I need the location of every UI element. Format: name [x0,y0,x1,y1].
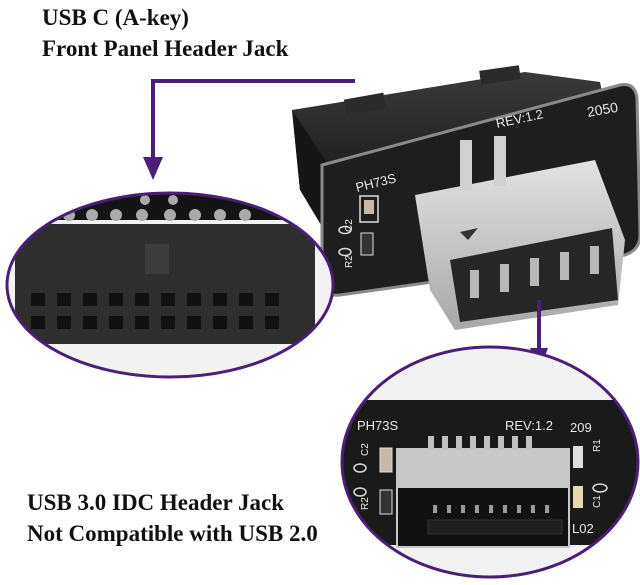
top-caption-line2: Front Panel Header Jack [42,36,289,61]
detail-c1-label: C1 [592,495,603,508]
pcb-c2-label: C2 [344,219,355,232]
detail-c2-label: C2 [360,443,371,456]
detail-revision-label: REV:1.2 [505,418,553,433]
bottom-caption: USB 3.0 IDC Header Jack Not Compatible w… [27,487,318,549]
idc-header-detail [5,191,335,379]
top-caption: USB C (A-key) Front Panel Header Jack [42,2,288,64]
bottom-caption-line1: USB 3.0 IDC Header Jack [27,490,285,515]
arrow-top-left [143,79,355,180]
detail-l02-label: L02 [572,521,594,536]
pcb-code-label: 2050 [586,99,620,120]
detail-r2-label: R2 [360,497,371,510]
detail-r1-label: R1 [592,439,603,452]
pcb-r2-label: R2 [344,255,355,268]
main-product: PH73S REV:1.2 2050 C2 R2 [292,65,640,330]
top-caption-line1: USB C (A-key) [42,5,189,30]
bottom-caption-line2: Not Compatible with USB 2.0 [27,521,318,546]
detail-model-label: PH73S [357,418,399,433]
usbc-port-detail: PH73S REV:1.2 209 C2 R2 R1 C1 L02 [340,345,640,579]
detail-code-label: 209 [570,420,592,435]
